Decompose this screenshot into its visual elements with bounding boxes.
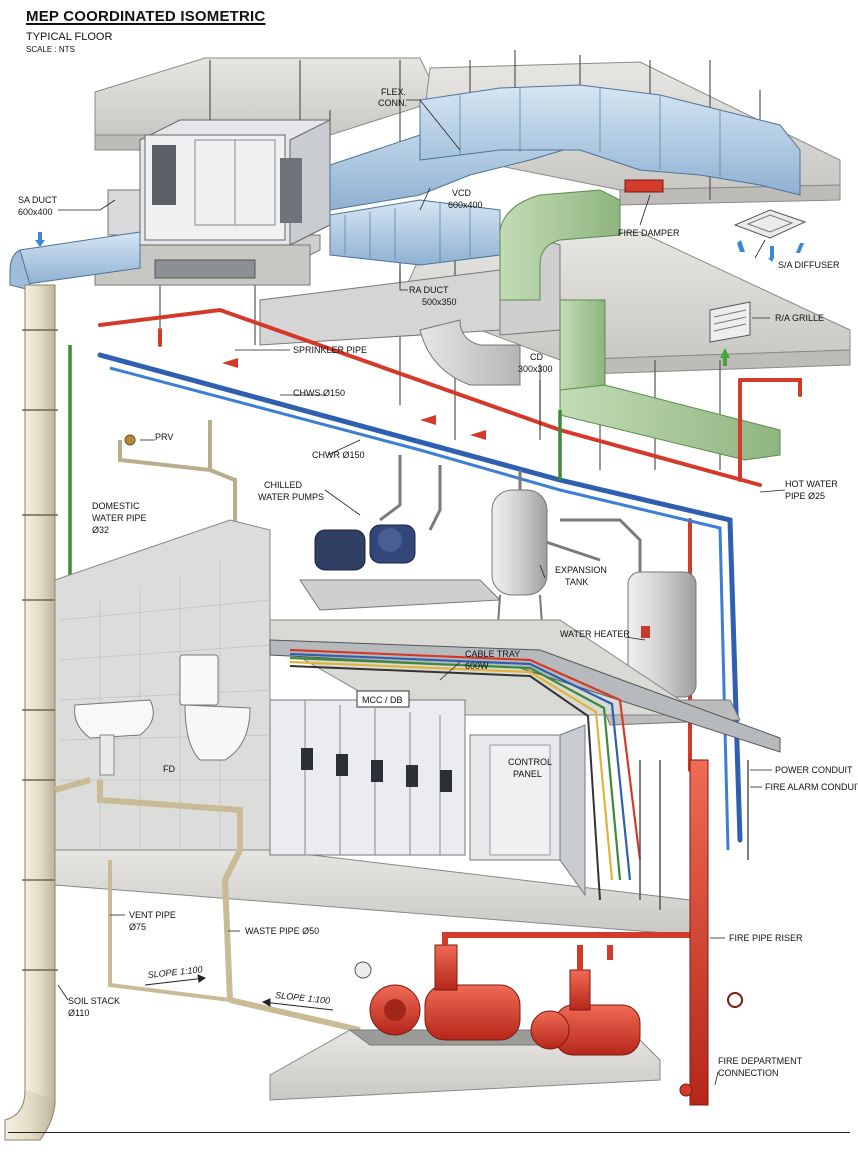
label-sprinkler-pipe: SPRINKLER PIPE — [293, 345, 367, 355]
label-flex-conn-2: CONN. — [378, 98, 407, 108]
label-chilled-pumps-2: WATER PUMPS — [258, 492, 324, 502]
ra-grille — [709, 301, 751, 366]
chwr-pipe — [109, 366, 730, 851]
label-ra-grille: R/A GRILLE — [775, 313, 824, 323]
fire-pump-2 — [530, 969, 641, 1056]
label-flex-conn-1: FLEX. — [381, 87, 406, 97]
label-fire-pipe-riser: FIRE PIPE RISER — [729, 933, 803, 943]
drawing-scale: SCALE : NTS — [26, 45, 75, 54]
fire-damper — [624, 179, 664, 193]
label-slope-1: SLOPE 1:100 — [147, 964, 203, 980]
sprinkler-heads — [222, 358, 486, 440]
drawing-subtitle: TYPICAL FLOOR — [26, 31, 113, 43]
label-fire-alarm-conduit: FIRE ALARM CONDUIT — [765, 782, 858, 792]
label-waste-pipe: WASTE PIPE Ø50 — [245, 926, 319, 936]
mcc-db-label-box — [356, 690, 410, 708]
mcc-db-panel — [269, 699, 466, 856]
chws-pipe — [97, 352, 743, 843]
label-control-panel-2: PANEL — [513, 769, 542, 779]
branch-pipes — [379, 455, 642, 600]
label-sa-duct-2: 600x400 — [18, 207, 53, 217]
label-soil-stack-2: Ø110 — [68, 1008, 89, 1018]
label-fdc-2: CONNECTION — [718, 1068, 779, 1078]
expansion-tank — [491, 489, 548, 626]
label-chilled-pumps-1: CHILLED — [264, 480, 303, 490]
label-vcd-2: 600x400 — [448, 200, 483, 210]
sheet-bottom-border — [8, 1132, 850, 1155]
vent-pipe — [108, 860, 231, 1002]
label-cd-1: CD — [530, 352, 543, 362]
label-domestic-3: Ø32 — [92, 525, 109, 535]
label-vcd-1: VCD — [452, 188, 472, 198]
ra-duct — [259, 234, 561, 386]
label-chwr: CHWR Ø150 — [312, 450, 365, 460]
label-hot-water-1: HOT WATER — [785, 479, 838, 489]
label-cable-tray-1: CABLE TRAY — [465, 649, 520, 659]
air-flow-arrows — [35, 232, 804, 262]
chilled-water-pumps — [299, 524, 502, 611]
label-vent-pipe-2: Ø75 — [129, 922, 146, 932]
fire-pipe-riser-body — [679, 759, 743, 1106]
label-control-panel-1: CONTROL — [508, 757, 552, 767]
label-soil-stack-1: SOIL STACK — [68, 996, 120, 1006]
wash-basin — [74, 699, 154, 776]
label-fire-damper: FIRE DAMPER — [618, 228, 680, 238]
leader-lines — [57, 99, 786, 1086]
label-ra-duct-1: RA DUCT — [409, 285, 449, 295]
soil-stack — [4, 284, 58, 1141]
label-fd: FD — [163, 764, 175, 774]
labels: FLEX. CONN. SA DUCT 600x400 VCD 600x400 … — [18, 87, 858, 1078]
waste-pipe — [54, 777, 361, 1033]
label-mcc-db: MCC / DB — [362, 695, 403, 705]
water-closet — [179, 654, 251, 761]
drawing-title: MEP COORDINATED ISOMETRIC — [26, 8, 266, 25]
label-vent-pipe-1: VENT PIPE — [129, 910, 176, 920]
label-water-heater: WATER HEATER — [560, 629, 630, 639]
label-expansion-1: EXPANSION — [555, 565, 607, 575]
label-sa-duct-1: SA DUCT — [18, 195, 58, 205]
supply-duct-main — [329, 84, 801, 266]
fire-header-pipes — [442, 932, 690, 970]
power-conduits — [639, 760, 749, 920]
control-panel — [469, 724, 586, 897]
label-sa-diffuser: S/A DIFFUSER — [778, 260, 840, 270]
sa-duct-left — [9, 231, 141, 291]
floor-slab-main — [54, 849, 691, 936]
label-domestic-1: DOMESTIC — [92, 501, 140, 511]
label-cd-2: 300x300 — [518, 364, 553, 374]
label-prv: PRV — [155, 432, 173, 442]
label-ra-duct-2: 500x350 — [422, 297, 457, 307]
label-domestic-2: WATER PIPE — [92, 513, 147, 523]
prv-valve — [124, 434, 136, 446]
label-slope-2: SLOPE 1:100 — [275, 990, 331, 1006]
label-fdc-1: FIRE DEPARTMENT — [718, 1056, 803, 1066]
title-block: MEP COORDINATED ISOMETRIC TYPICAL FLOOR … — [26, 8, 265, 54]
sa-diffuser — [733, 209, 807, 239]
label-power-conduit: POWER CONDUIT — [775, 765, 853, 775]
fire-pump-1 — [354, 944, 521, 1041]
slope-arrows — [144, 974, 334, 1011]
label-expansion-2: TANK — [565, 577, 588, 587]
cd-duct — [499, 189, 781, 461]
cable-tray — [269, 639, 781, 901]
label-cable-tray-2: 600W — [465, 661, 489, 671]
label-hot-water-2: PIPE Ø25 — [785, 491, 825, 501]
label-chws: CHWS Ø150 — [293, 388, 345, 398]
